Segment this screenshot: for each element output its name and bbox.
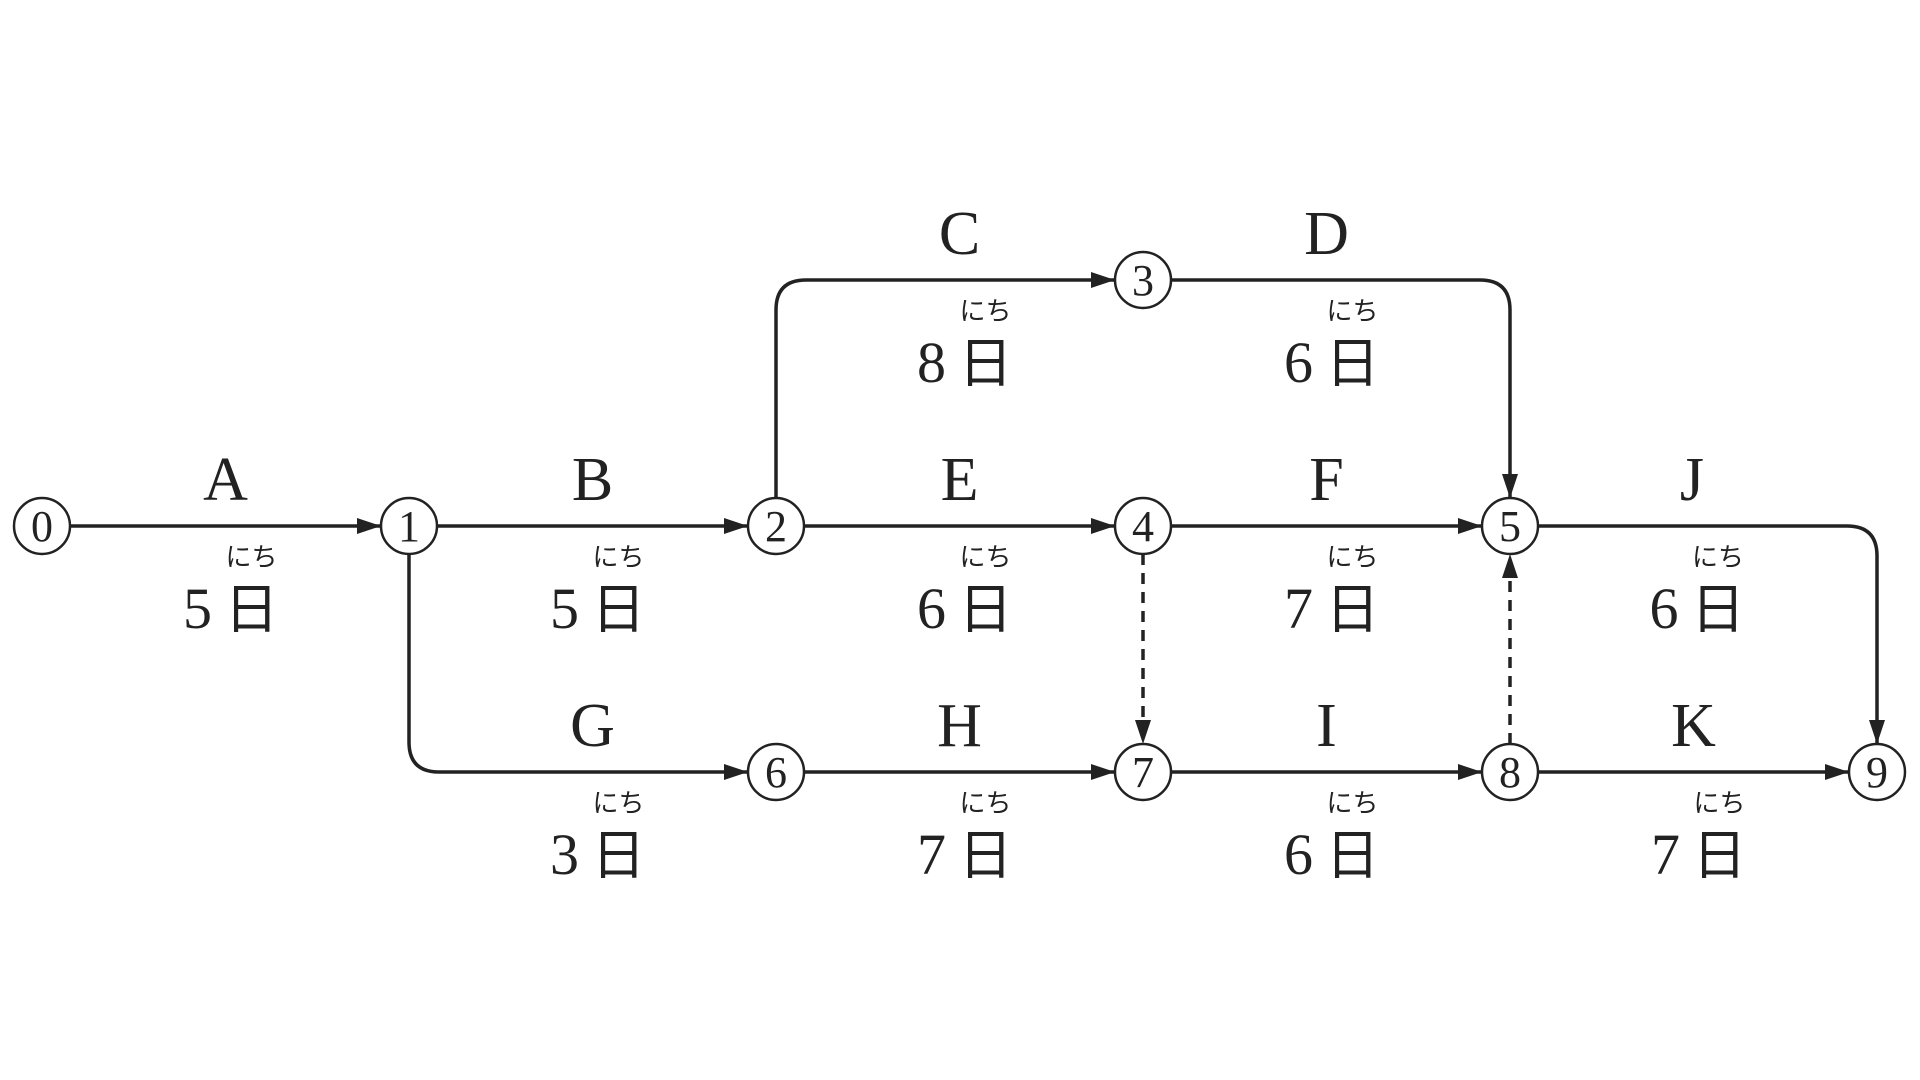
duration-unit-D: 日: [1326, 332, 1380, 395]
duration-value-E: 6: [917, 576, 946, 641]
activity-label-E: E: [941, 446, 979, 514]
arrowhead-H: [1091, 764, 1115, 780]
duration-value-I: 6: [1284, 822, 1313, 887]
arrowhead-D: [1502, 474, 1518, 498]
node-circle-1: [379, 496, 439, 556]
duration-ruby-H: にち: [959, 789, 1011, 819]
duration-ruby-J: にち: [1692, 543, 1744, 573]
arrowhead-F: [1458, 518, 1482, 534]
node-label-4: 4: [1132, 502, 1154, 551]
node-circle-9: [1847, 742, 1907, 802]
duration-unit-E: 日: [959, 578, 1013, 641]
node-circle-8: [1480, 742, 1540, 802]
activity-label-A: A: [203, 446, 248, 514]
arrowhead-A: [357, 518, 381, 534]
duration-ruby-C: にち: [959, 297, 1011, 327]
nodes-layer: 0 1 2 3 4 5 6 7 8 9: [12, 250, 1907, 802]
dummy-arrowhead-4-7: [1135, 720, 1151, 744]
node-7: 7: [1113, 742, 1173, 802]
node-4: 4: [1113, 496, 1173, 556]
duration-unit-K: 日: [1693, 824, 1747, 887]
node-9: 9: [1847, 742, 1907, 802]
node-circle-3: [1113, 250, 1173, 310]
duration-unit-A: 日: [225, 578, 279, 641]
activity-label-J: J: [1680, 446, 1704, 514]
node-label-6: 6: [765, 748, 787, 797]
activity-label-I: I: [1316, 692, 1337, 760]
node-circle-6: [746, 742, 806, 802]
node-label-9: 9: [1866, 748, 1888, 797]
dummy-arrowhead-8-5: [1502, 554, 1518, 578]
node-2: 2: [746, 496, 806, 556]
edge-C: [774, 278, 1115, 498]
node-3: 3: [1113, 250, 1173, 310]
arrowhead-K: [1825, 764, 1849, 780]
duration-ruby-G: にち: [592, 789, 644, 819]
edges-layer: [70, 272, 1885, 780]
edge-J: [1538, 524, 1879, 744]
activity-label-D: D: [1304, 200, 1349, 268]
arrowhead-E: [1091, 518, 1115, 534]
duration-unit-J: 日: [1691, 578, 1745, 641]
node-circle-5: [1480, 496, 1540, 556]
duration-ruby-K: にち: [1693, 789, 1745, 819]
node-1: 1: [379, 496, 439, 556]
activity-label-C: C: [939, 200, 980, 268]
duration-value-B: 5: [550, 576, 579, 641]
node-label-3: 3: [1132, 256, 1154, 305]
node-0: 0: [12, 496, 72, 556]
edge-G: [407, 554, 748, 774]
edge-D: [1171, 278, 1512, 498]
node-label-5: 5: [1499, 502, 1521, 551]
duration-ruby-F: にち: [1326, 543, 1378, 573]
duration-unit-I: 日: [1326, 824, 1380, 887]
duration-unit-C: 日: [959, 332, 1013, 395]
arrowhead-J: [1869, 720, 1885, 744]
duration-ruby-A: にち: [225, 543, 277, 573]
node-label-8: 8: [1499, 748, 1521, 797]
arrowhead-C: [1091, 272, 1115, 288]
node-label-2: 2: [765, 502, 787, 551]
duration-value-C: 8: [917, 330, 946, 395]
node-label-7: 7: [1132, 748, 1154, 797]
activity-label-B: B: [572, 446, 613, 514]
duration-ruby-B: にち: [592, 543, 644, 573]
activity-label-K: K: [1671, 692, 1716, 760]
duration-unit-H: 日: [959, 824, 1013, 887]
node-circle-0: [12, 496, 72, 556]
node-5: 5: [1480, 496, 1540, 556]
node-8: 8: [1480, 742, 1540, 802]
arrowhead-G: [724, 764, 748, 780]
duration-value-D: 6: [1284, 330, 1313, 395]
node-6: 6: [746, 742, 806, 802]
duration-value-A: 5: [183, 576, 212, 641]
duration-unit-B: 日: [592, 578, 646, 641]
duration-value-F: 7: [1284, 576, 1313, 641]
duration-unit-G: 日: [592, 824, 646, 887]
activity-label-F: F: [1309, 446, 1343, 514]
activity-label-G: G: [570, 692, 615, 760]
arrowhead-B: [724, 518, 748, 534]
duration-value-J: 6: [1650, 576, 1679, 641]
duration-unit-F: 日: [1326, 578, 1380, 641]
duration-value-H: 7: [917, 822, 946, 887]
node-circle-2: [746, 496, 806, 556]
activity-label-H: H: [937, 692, 982, 760]
duration-value-K: 7: [1651, 822, 1680, 887]
arrowhead-I: [1458, 764, 1482, 780]
node-circle-7: [1113, 742, 1173, 802]
node-label-1: 1: [398, 502, 420, 551]
duration-value-G: 3: [550, 822, 579, 887]
node-circle-4: [1113, 496, 1173, 556]
duration-ruby-E: にち: [959, 543, 1011, 573]
duration-ruby-D: にち: [1326, 297, 1378, 327]
node-label-0: 0: [31, 502, 53, 551]
duration-ruby-I: にち: [1326, 789, 1378, 819]
